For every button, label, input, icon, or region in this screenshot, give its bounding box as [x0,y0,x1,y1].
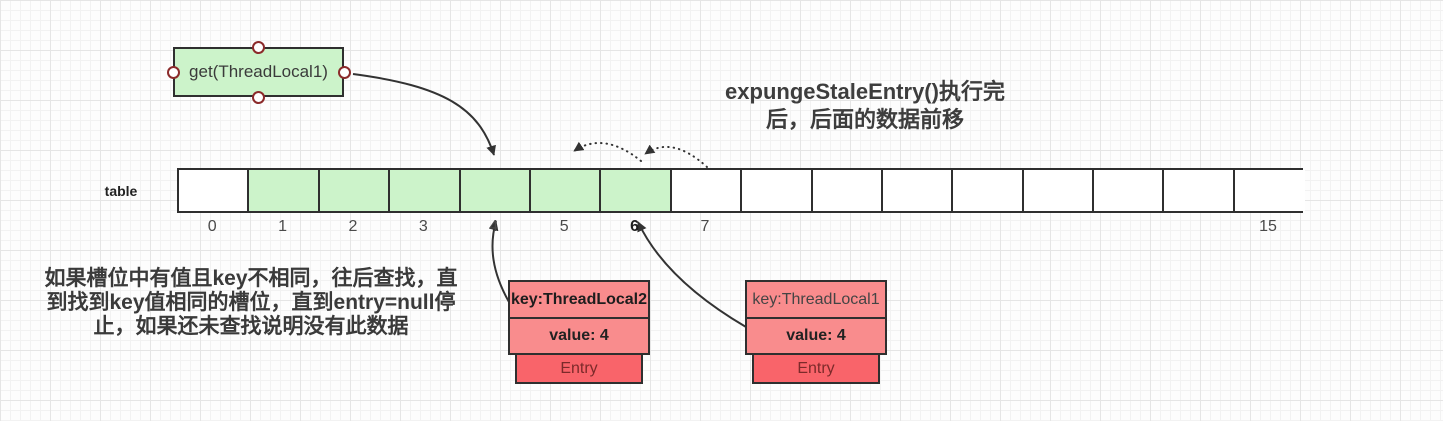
entry-threadlocal2-value: value: 4 [508,317,650,355]
entry-threadlocal1-key: key:ThreadLocal1 [745,280,887,319]
table-index-label-2: 2 [348,218,358,235]
connection-handle-top[interactable] [252,41,265,54]
table-index-label-9 [811,218,881,236]
arrow-get-to-cell4 [352,73,496,156]
table-cell-11[interactable] [953,170,1024,211]
table-cell-6[interactable] [601,170,672,211]
table-cell-13[interactable] [1094,170,1165,211]
table-label: table [104,183,138,199]
entry-threadlocal2-tag: Entry [515,353,643,384]
table-cell-12[interactable] [1023,170,1095,211]
table-cell-10[interactable] [882,170,954,211]
table-index-label-0: 0 [207,218,217,235]
table-cell-7[interactable] [671,170,743,211]
get-threadlocal1-node[interactable]: get(ThreadLocal1) [173,47,344,97]
entry-threadlocal1[interactable]: key:ThreadLocal1 value: 4 Entry [745,280,887,384]
table-cell-4[interactable] [460,170,531,211]
table-cell-5[interactable] [530,170,602,211]
table-cell-3[interactable] [390,170,461,211]
search-rule-note: 如果槽位中有值且key不相同，往后查找，直 到找到key值相同的槽位，直到ent… [34,267,468,339]
table-index-label-5: 5 [559,218,569,235]
table-cell-9[interactable] [812,170,883,211]
table-index-label-13 [1092,218,1162,236]
arrow-entry1-to-cell6 [637,221,747,328]
table-cell-0[interactable] [179,170,250,211]
table-cells[interactable] [177,168,1306,213]
table-index-label-8 [740,218,810,236]
table-index-label-14 [1162,218,1232,236]
table-index-labels: 0 1 2 3 4 5 6 7 15 [177,218,1303,236]
search-rule-note-line1: 如果槽位中有值且key不相同，往后查找，直 [44,267,458,290]
table-index-label-10 [881,218,951,236]
connection-handle-right[interactable] [338,66,351,79]
table-cell-15[interactable] [1234,170,1306,211]
table-cell-8[interactable] [742,170,813,211]
table-index-label-12 [1022,218,1092,236]
entry-threadlocal1-tag: Entry [752,353,880,384]
table-index-label-11 [951,218,1021,236]
connection-handle-bottom[interactable] [252,91,265,104]
search-rule-note-line2: 到找到key值相同的槽位，直到entry=null停 [46,291,456,314]
search-rule-note-line3: 止，如果还未查找说明没有此数据 [93,315,409,338]
table-index-label-7: 7 [700,218,710,235]
expunge-title: expungeStaleEntry()执行完 后，后面的数据前移 [700,78,1030,134]
table-index-label-15: 15 [1259,218,1277,235]
dotted-arc-cell7-to-cell6 [644,144,708,168]
expunge-title-line1: expungeStaleEntry()执行完 [725,79,1005,104]
table-cell-2[interactable] [319,170,391,211]
get-threadlocal1-label: get(ThreadLocal1) [189,62,328,81]
table-index-label-4: 4 [489,218,499,235]
table-cell-1[interactable] [249,170,320,211]
dotted-arc-cell6-to-cell5 [573,141,642,162]
table-index-label-1: 1 [278,218,288,235]
entry-threadlocal1-value: value: 4 [745,317,887,355]
expunge-title-line2: 后，后面的数据前移 [765,107,964,132]
connection-handle-left[interactable] [167,66,180,79]
table-index-label-3: 3 [418,218,428,235]
table-index-label-6: 6 [630,218,639,235]
table-cell-14[interactable] [1164,170,1235,211]
entry-threadlocal2[interactable]: key:ThreadLocal2 value: 4 Entry [508,280,650,384]
entry-threadlocal2-key: key:ThreadLocal2 [508,280,650,319]
